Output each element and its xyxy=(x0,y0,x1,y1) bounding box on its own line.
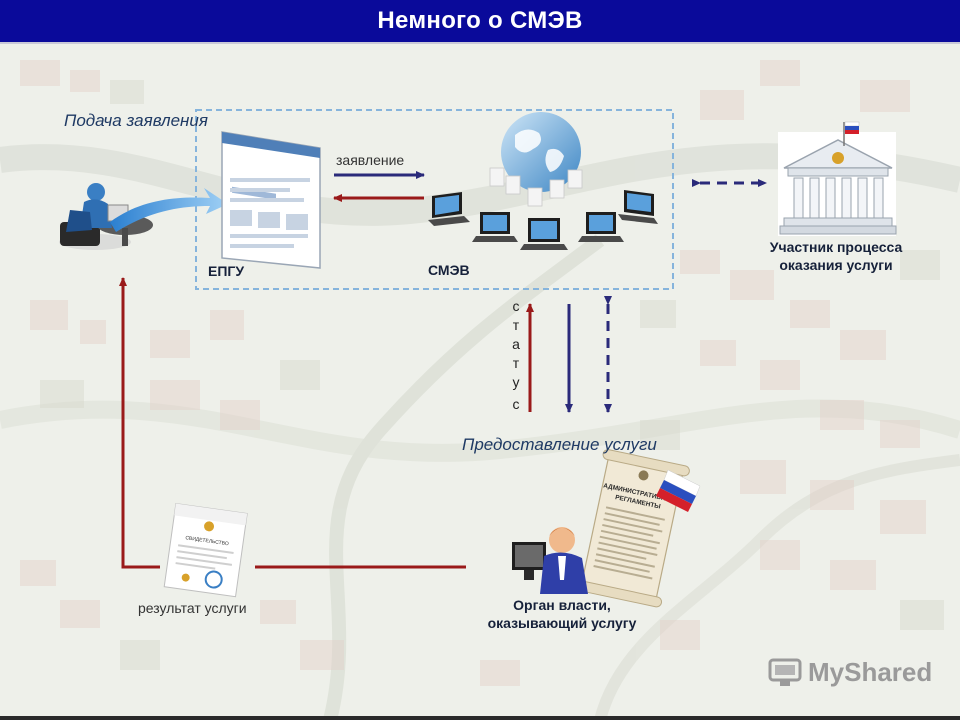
authority-label: Орган власти, оказывающий услугу xyxy=(462,596,662,632)
slide-title: Немного о СМЭВ xyxy=(377,7,583,34)
epgu-portal-icon xyxy=(221,131,321,269)
status-letter: у xyxy=(512,374,520,390)
authority-label-line2: оказывающий услугу xyxy=(487,615,637,631)
smev-network-icon xyxy=(428,112,658,250)
bottom-border xyxy=(0,716,960,720)
status-letter: а xyxy=(512,336,520,352)
participant-label: Участник процесса оказания услуги xyxy=(752,238,920,274)
status-letter: с xyxy=(512,396,520,412)
result-label: результат услуги xyxy=(138,600,247,616)
smev-label: СМЭВ xyxy=(428,262,470,278)
regulations-scroll-icon: АДМИНИСТРАТИВНЫЕ РЕГЛАМЕНТЫ xyxy=(574,449,690,608)
certificate-document-icon: СВИДЕТЕЛЬСТВО xyxy=(163,502,248,598)
title-bar: Немного о СМЭВ xyxy=(0,0,960,44)
epgu-label: ЕПГУ xyxy=(208,263,245,279)
participant-label-line2: оказания услуги xyxy=(779,257,893,273)
user-to-epgu-swoosh xyxy=(110,188,228,232)
result-to-user-arrow xyxy=(119,277,160,569)
official-at-computer-icon xyxy=(512,527,588,594)
submission-heading: Подача заявления xyxy=(64,111,208,130)
status-letter: т xyxy=(512,355,520,371)
government-building-icon xyxy=(778,121,897,236)
status-letter: с xyxy=(512,298,520,314)
application-arrow-label: заявление xyxy=(336,152,405,168)
laptop-icons xyxy=(428,190,658,250)
watermark-text: MyShared xyxy=(808,656,933,687)
watermark: MyShared xyxy=(768,656,932,688)
russian-flag-ribbon xyxy=(656,469,701,512)
authority-label-line1: Орган власти, xyxy=(513,597,611,613)
watermark-icon xyxy=(768,658,802,686)
participant-label-line1: Участник процесса xyxy=(769,239,903,255)
provision-heading: Предоставление услуги xyxy=(462,435,657,454)
status-letter: т xyxy=(512,317,520,333)
